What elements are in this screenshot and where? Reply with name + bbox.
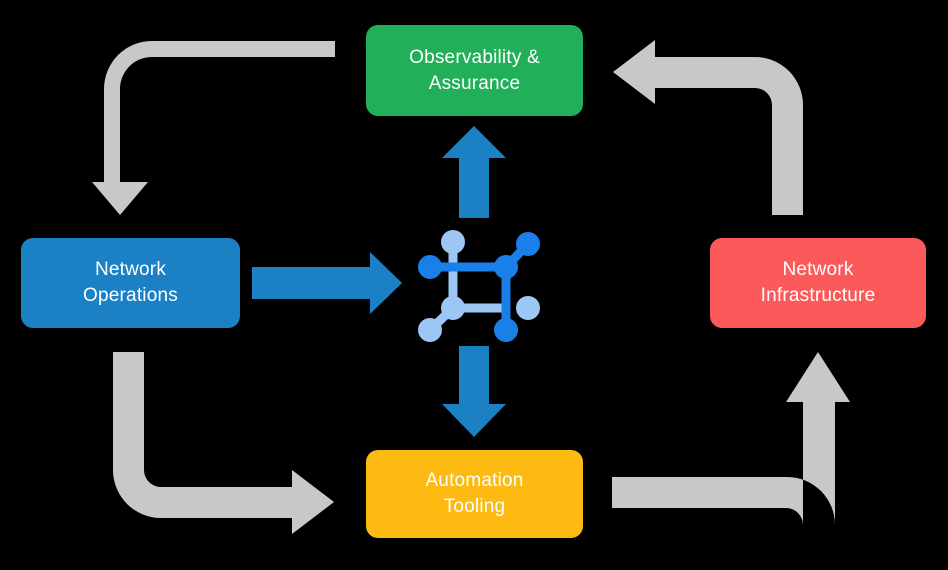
topology-node-top-left [441,230,465,254]
arrow-center-to-observability [442,126,506,218]
topology-node-bottom-corner [418,318,442,342]
topology-node-right [516,296,540,320]
arrow-automation-to-infrastructure [612,352,850,525]
node-automation-tooling[interactable]: Automation Tooling [366,450,583,538]
node-automation-label: Automation Tooling [425,470,524,517]
node-operations-label: Network Operations [83,259,178,306]
arrow-infrastructure-to-observability [613,40,803,215]
topology-node-bottom-left [441,296,465,320]
arrow-observability-to-operations [92,41,335,215]
node-observability-assurance[interactable]: Observability & Assurance [366,25,583,116]
network-topology-icon [418,230,540,342]
arrow-operations-to-automation [113,352,334,534]
topology-node-bottom [494,318,518,342]
node-network-infrastructure[interactable]: Network Infrastructure [710,238,926,328]
arrow-operations-to-center [252,252,402,314]
topology-node-left [418,255,442,279]
node-observability-label: Observability & Assurance [409,46,540,94]
arrow-center-to-automation [442,346,506,437]
node-infrastructure-label: Network Infrastructure [760,259,876,306]
node-network-operations[interactable]: Network Operations [21,238,240,328]
topology-node-top-right [516,232,540,256]
topology-node-hub [494,255,518,279]
